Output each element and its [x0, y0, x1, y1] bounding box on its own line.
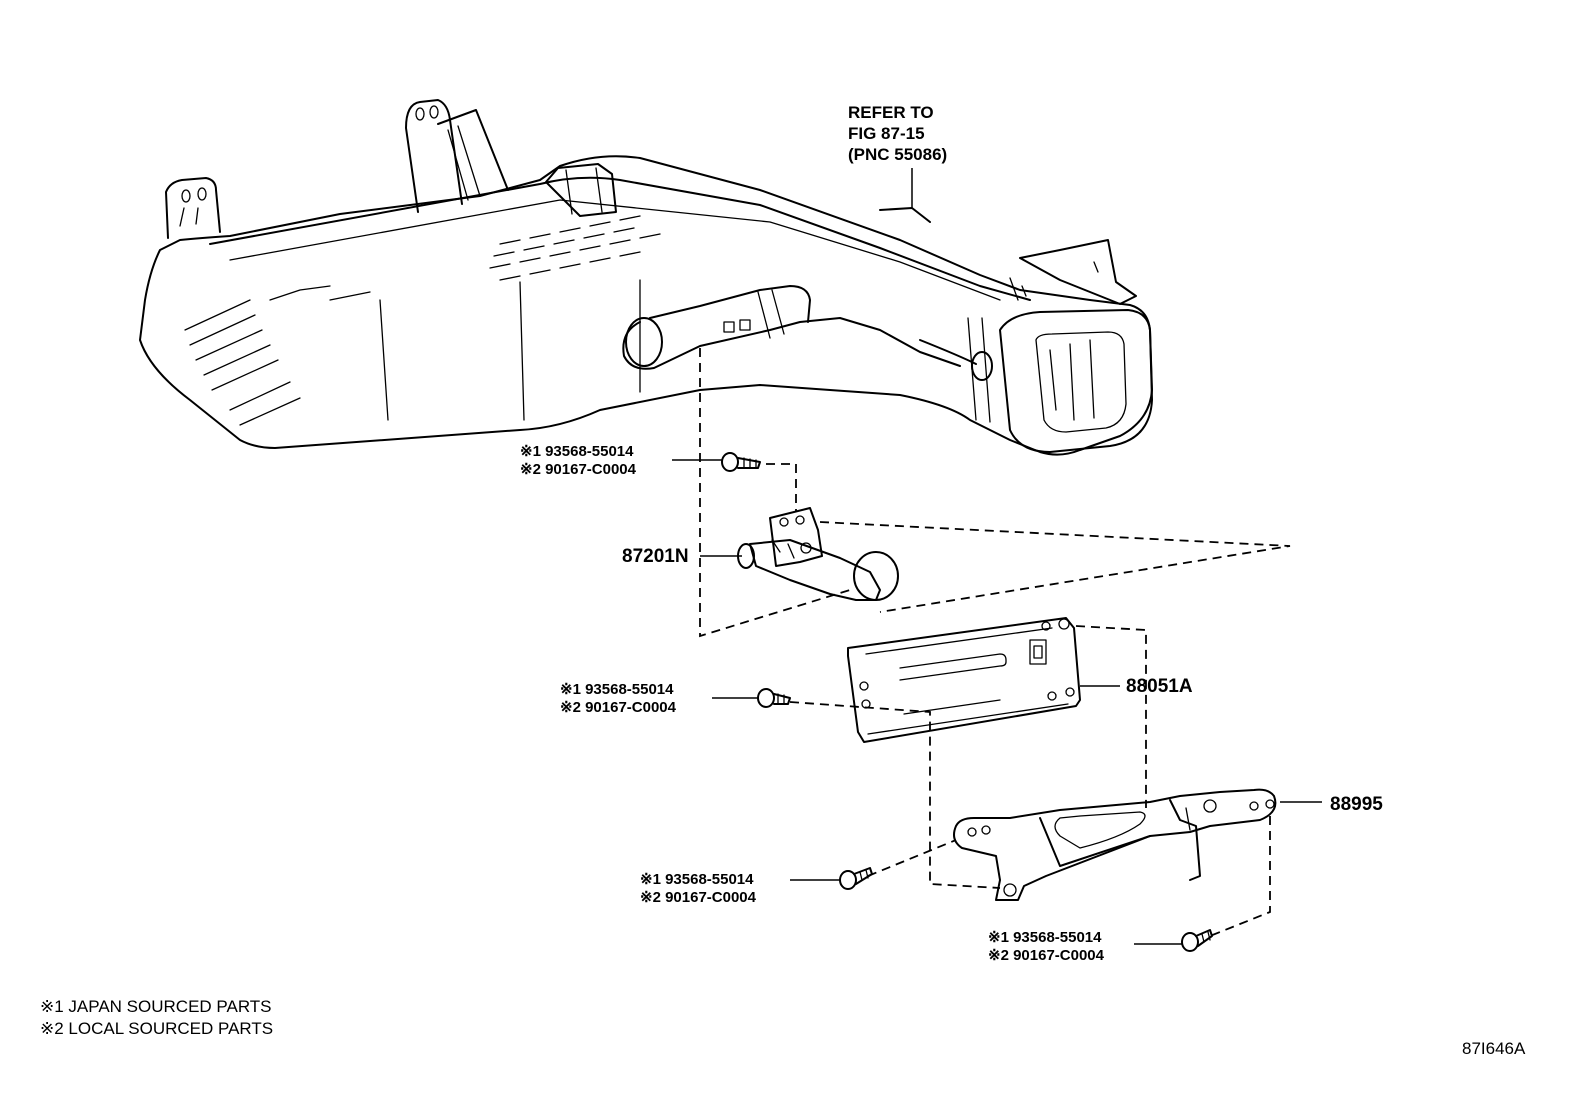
- callout-line-1: ※1 93568-55014: [560, 681, 674, 698]
- bracket-87201N: [737, 507, 899, 601]
- refer-line-3: (PNC 55086): [848, 145, 947, 164]
- screw-2: [757, 688, 791, 708]
- leader-lines: [672, 459, 1322, 945]
- screw-callout-1: ※1 93568-55014 ※2 90167-C0004: [520, 443, 637, 478]
- callout-line-1: ※1 93568-55014: [640, 871, 754, 888]
- screw-1: [721, 452, 761, 472]
- screw-callout-4: ※1 93568-55014 ※2 90167-C0004: [988, 929, 1105, 964]
- refer-line-2: FIG 87-15: [848, 124, 925, 143]
- screw-callout-3: ※1 93568-55014 ※2 90167-C0004: [640, 871, 757, 906]
- part-label-87201N: 87201N: [622, 546, 689, 567]
- legend-note-1: ※1 JAPAN SOURCED PARTS: [40, 997, 272, 1016]
- air-duct-assembly: [139, 99, 1153, 456]
- screw-4: [1181, 929, 1213, 952]
- callout-line-1: ※1 93568-55014: [520, 443, 634, 460]
- part-label-88995: 88995: [1330, 794, 1383, 815]
- plate-88051A: [847, 617, 1081, 743]
- figure-id: 87I646A: [1462, 1039, 1526, 1058]
- part-label-88051A: 88051A: [1126, 676, 1193, 697]
- screw-callout-2: ※1 93568-55014 ※2 90167-C0004: [560, 681, 677, 716]
- assembly-dash-lines: [699, 348, 1291, 937]
- screw-3: [839, 867, 873, 890]
- callout-line-2: ※2 90167-C0004: [560, 699, 677, 716]
- callout-line-2: ※2 90167-C0004: [640, 889, 757, 906]
- legend: ※1 JAPAN SOURCED PARTS ※2 LOCAL SOURCED …: [40, 997, 273, 1038]
- legend-note-2: ※2 LOCAL SOURCED PARTS: [40, 1019, 273, 1038]
- callout-line-1: ※1 93568-55014: [988, 929, 1102, 946]
- callout-line-2: ※2 90167-C0004: [520, 461, 637, 478]
- refer-note: REFER TO FIG 87-15 (PNC 55086): [848, 103, 947, 164]
- refer-line-1: REFER TO: [848, 103, 934, 122]
- callout-line-2: ※2 90167-C0004: [988, 947, 1105, 964]
- support-88995: [953, 788, 1277, 901]
